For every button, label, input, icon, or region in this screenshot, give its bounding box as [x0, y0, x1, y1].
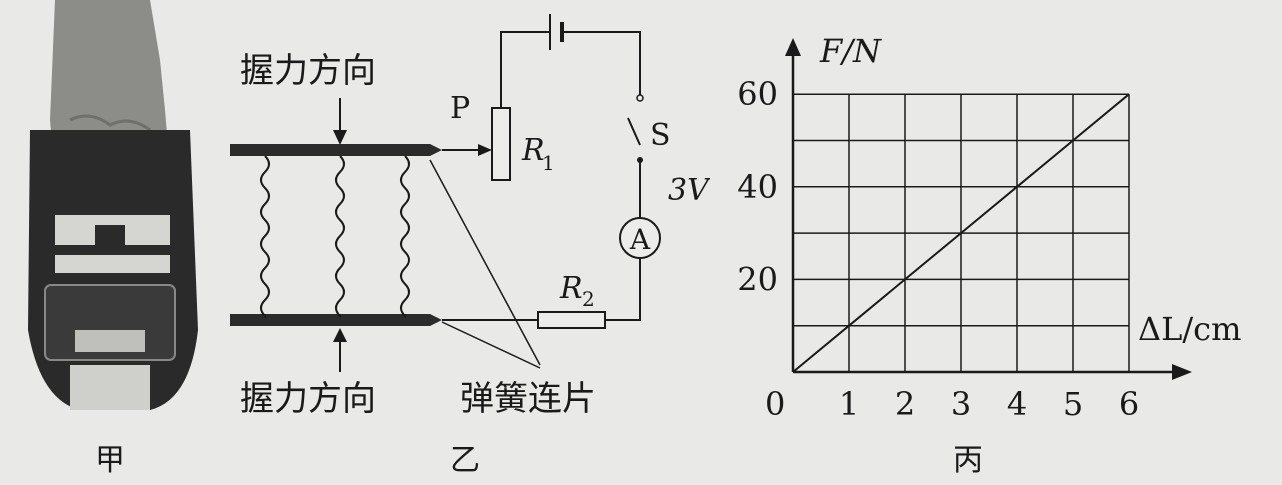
ammeter-label: A [629, 223, 651, 256]
y-tick-label: 60 [737, 75, 778, 113]
spring [400, 155, 410, 319]
x-tick-label: 3 [951, 385, 971, 423]
grip-device-photo: 甲 [28, 0, 198, 478]
x-axis-arrow [1172, 364, 1192, 380]
spring-connector-label: 弹簧连片 [460, 379, 596, 419]
panel-yi: 握力方向 握力方向 弹簧连片 P R 1 [220, 0, 712, 481]
switch-s [627, 117, 641, 146]
y-axis-arrow [785, 38, 801, 56]
circuit-diagram: 握力方向 握力方向 弹簧连片 P R 1 [230, 14, 712, 478]
panel-jia-caption: 甲 [95, 443, 125, 478]
origin-label: 0 [765, 385, 785, 423]
x-tick-label: 5 [1063, 385, 1083, 423]
x-axis-label: ΔL/cm [1138, 310, 1241, 348]
panel-yi-caption: 乙 [450, 443, 480, 478]
r1-label: R [521, 133, 545, 168]
x-tick-label: 2 [895, 385, 915, 423]
resistor-r2 [537, 311, 606, 329]
spring [335, 155, 345, 319]
chart-series [792, 93, 1130, 373]
top-plate [230, 144, 442, 156]
resistor-r1 [491, 107, 511, 181]
handwritten-3v-note: 3V [668, 173, 710, 208]
y-tick-label: 40 [737, 168, 778, 206]
x-tick-label: 4 [1007, 385, 1027, 423]
bottom-plate [230, 314, 442, 326]
panel-jia: 甲 [0, 0, 220, 481]
x-tick-label: 6 [1119, 385, 1139, 423]
slider-p-label: P [450, 91, 470, 126]
spring [260, 155, 270, 319]
grip-direction-bottom-label: 握力方向 [240, 379, 376, 419]
panel-bing-caption: 丙 [953, 443, 983, 478]
switch-s-label: S [650, 118, 671, 153]
y-tick-label: 20 [737, 260, 778, 298]
r2-subscript: 2 [582, 287, 595, 311]
grip-direction-top-label: 握力方向 [240, 51, 376, 91]
force-extension-line [792, 93, 1130, 373]
y-axis-label: F/N [819, 32, 882, 70]
x-tick-label: 1 [839, 385, 859, 423]
r2-label: R [559, 271, 583, 306]
r1-subscript: 1 [542, 151, 555, 175]
